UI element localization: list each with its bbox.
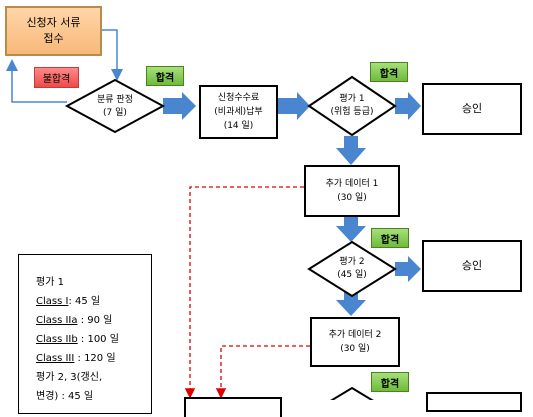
arrow-fee-to-eval1 — [278, 92, 310, 120]
approve-box-1: 승인 — [422, 83, 522, 135]
arrow-eval1-to-approve — [395, 92, 421, 120]
pass-tag-review: 합격 — [146, 66, 184, 86]
extra2-line2: (30 일) — [340, 344, 370, 354]
legend-class-i-label: Class I — [36, 296, 69, 307]
legend-class-iib-value: : 100 일 — [77, 334, 119, 345]
approve-label-1: 승인 — [461, 102, 483, 115]
review-label: 분류 판정 (7 일) — [82, 94, 148, 120]
legend-class-i-value: : 45 일 — [68, 296, 101, 307]
eval3-decision-diamond-partial — [330, 386, 374, 400]
arrow-eval2-to-extra2 — [336, 291, 366, 316]
arrow-eval2-to-approve — [395, 256, 421, 282]
extra1-line1: 추가 데이터 1 — [325, 179, 379, 189]
arrow-extra1-to-eval2 — [336, 216, 366, 242]
legend-class-iib-label: Class IIb — [36, 334, 78, 345]
eval2-label: 평가 2 (45 일) — [322, 256, 382, 282]
fee-line2: (비과세)납부 — [214, 107, 263, 117]
extra1-line2: (30 일) — [337, 193, 367, 203]
eval2-decision-diamond — [307, 240, 397, 298]
receipt-to-review-connector — [102, 29, 123, 81]
extra-data-1-box: 추가 데이터 1 (30 일) — [304, 165, 400, 217]
evaluation-period-legend: 평가 1 Class I: 45 일 Class IIa : 90 일 Clas… — [18, 254, 152, 414]
receipt-line1: 신청자 서류 — [26, 16, 81, 29]
legend-row-class-iii: Class III : 120 일 — [36, 349, 151, 368]
legend-class-iia-value: : 90 일 — [77, 315, 113, 326]
review-label-line1: 분류 판정 — [97, 95, 133, 105]
receipt-line2: 접수 — [43, 32, 64, 45]
fee-payment-box: 신청수수료 (비과세)납부 (14 일) — [199, 85, 278, 139]
approve-box-2: 승인 — [422, 240, 522, 292]
legend-class-iii-label: Class III — [36, 353, 75, 364]
legend-line7: 변경) : 45 일 — [36, 391, 94, 402]
arrow-review-to-fee — [163, 92, 196, 120]
eval1-label: 평가 1 (위험 등급) — [320, 93, 384, 119]
approve-box-3-partial — [426, 392, 522, 412]
fee-line3: (14 일) — [223, 121, 254, 131]
arrow-eval1-to-extra1 — [336, 136, 366, 165]
legend-class-iia-label: Class IIa — [36, 315, 78, 326]
legend-row-class-i: Class I: 45 일 — [36, 292, 151, 311]
bottom-partial-box — [184, 397, 282, 417]
extra-data-2-box: 추가 데이터 2 (30 일) — [310, 317, 400, 367]
fail-return-connector — [5, 59, 67, 103]
extra2-dashed-connector — [215, 345, 310, 399]
eval2-label-line1: 평가 2 — [339, 257, 365, 267]
pass-tag-eval3: 합격 — [371, 372, 409, 392]
review-label-line2: (7 일) — [103, 108, 127, 118]
extra2-line1: 추가 데이터 2 — [328, 330, 382, 340]
eval1-label-line2: (위험 등급) — [330, 107, 374, 117]
review-decision-diamond — [64, 78, 166, 134]
extra1-dashed-connector — [184, 186, 304, 399]
eval1-label-line1: 평가 1 — [339, 94, 365, 104]
legend-row-class-iib: Class IIb : 100 일 — [36, 330, 151, 349]
legend-row-class-iia: Class IIa : 90 일 — [36, 311, 151, 330]
fail-tag: 불합격 — [34, 67, 79, 88]
fee-line1: 신청수수료 — [217, 93, 260, 103]
legend-title: 평가 1 — [36, 277, 64, 288]
pass-tag-eval1: 합격 — [370, 62, 408, 82]
flowchart-canvas — [5, 29, 421, 400]
legend-line6: 평가 2, 3(갱신, — [36, 372, 103, 383]
legend-class-iii-value: : 120 일 — [74, 353, 116, 364]
pass-tag-eval2: 합격 — [371, 228, 409, 248]
approve-label-2: 승인 — [461, 259, 483, 272]
eval1-decision-diamond — [307, 75, 397, 137]
eval2-label-line2: (45 일) — [337, 270, 367, 280]
application-receipt-box: 신청자 서류 접수 — [5, 6, 102, 56]
